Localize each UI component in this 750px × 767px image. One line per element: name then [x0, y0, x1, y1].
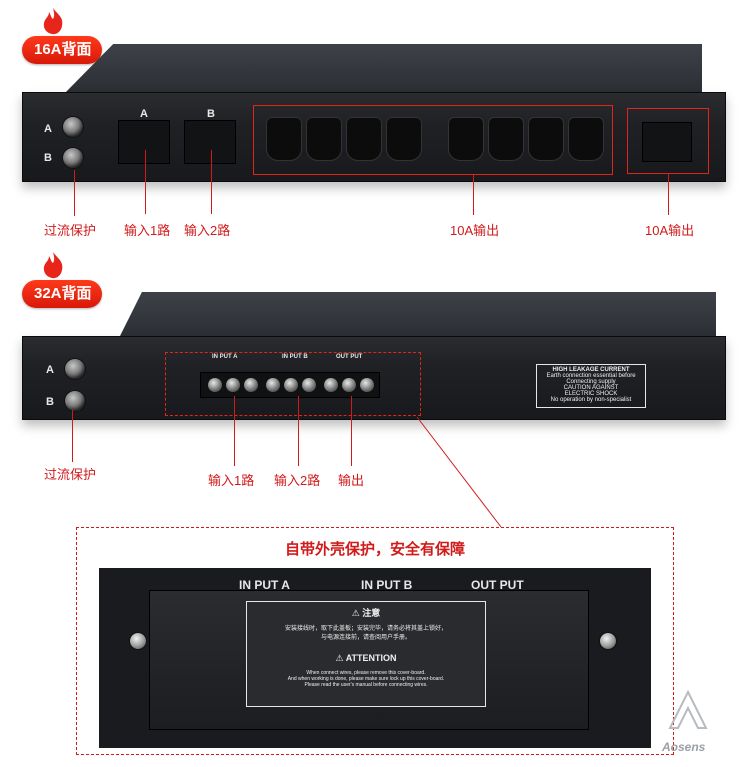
iec-outlet-3 [346, 117, 382, 161]
iec-outlet-2 [306, 117, 342, 161]
callout-input2-32a: 输入2路 [274, 473, 321, 488]
callout-overcurrent-32a: 过流保护 [44, 467, 97, 482]
warning-line: CAUTION AGAINST [563, 385, 619, 391]
iec-outlet-6 [488, 117, 524, 161]
device-top-16a [62, 44, 702, 96]
section-badge-32a: 32A背面 [22, 280, 102, 308]
device-top-32a [118, 292, 716, 340]
terminal-highlight-frame [165, 352, 421, 416]
brand-logo-icon [668, 690, 708, 729]
input-label-a: A [140, 108, 148, 120]
input-label-b: B [207, 108, 215, 120]
terminal-header-input-b: IN PUT B [282, 354, 308, 360]
terminal-cover-plate: ⚠ 注意 安装接线时，取下此盖板；安装完毕，请务必将其盖上锁好， 与电源连接前，… [149, 590, 589, 730]
breaker-knob-a [62, 116, 84, 138]
iec-outlet-8 [568, 117, 604, 161]
safety-notice-label: ⚠ 注意 安装接线时，取下此盖板；安装完毕，请务必将其盖上锁好， 与电源连接前，… [246, 601, 486, 707]
port-label-b: B [44, 152, 52, 164]
notice-en-line: Please read the user's manual before con… [304, 682, 428, 688]
breaker-knob-b [62, 147, 84, 169]
callout-input2-16a: 输入2路 [184, 223, 231, 238]
input2-socket [184, 120, 236, 164]
c19-outlet [642, 122, 692, 162]
brand-logo-text: Aosens [662, 740, 706, 754]
callout-line [211, 150, 212, 214]
breaker-knob-a [64, 358, 86, 380]
zoom-connector-line [416, 416, 502, 528]
cover-screw-right [599, 632, 617, 650]
callout-line [668, 174, 669, 215]
warning-line: ELECTRIC SHOCK [564, 391, 618, 397]
zoom-header-input-a: IN PUT A [239, 578, 290, 592]
callout-line [298, 396, 299, 466]
warning-line: Earth connection essential before [546, 373, 636, 379]
zoom-header-output: OUT PUT [471, 578, 524, 592]
terminal-screw [226, 378, 240, 392]
callout-line [473, 175, 474, 215]
iec-outlet-1 [266, 117, 302, 161]
terminal-screw [284, 378, 298, 392]
port-label-a: A [44, 123, 52, 135]
port-label-b: B [46, 396, 54, 408]
flame-icon [43, 8, 63, 35]
zoom-panel: 自带外壳保护，安全有保障 IN PUT A IN PUT B OUT PUT ⚠… [76, 527, 674, 755]
notice-cn-title: ⚠ 注意 [351, 608, 381, 618]
notice-en-title: ⚠ ATTENTION [335, 653, 397, 663]
iec-outlet-4 [386, 117, 422, 161]
notice-cn-line: 安装接线时，取下此盖板；安装完毕，请务必将其盖上锁好， [284, 626, 447, 632]
leakage-warning-label: HIGH LEAKAGE CURRENT Earth connection es… [536, 364, 646, 408]
terminal-header-output: OUT PUT [336, 354, 363, 360]
terminal-screw [266, 378, 280, 392]
output-c19-frame [627, 108, 709, 174]
callout-line [351, 396, 352, 466]
warning-line: No operation by non-specialist [550, 397, 632, 403]
notice-cn-line: 与电源连接前，请查阅用户手册。 [320, 635, 411, 641]
callout-line [72, 410, 73, 462]
terminal-header-input-a: IN PUT A [212, 354, 238, 360]
callout-output-10a-main: 10A输出 [450, 223, 500, 238]
warning-title: HIGH LEAKAGE CURRENT [552, 367, 630, 373]
terminal-screw [302, 378, 316, 392]
warning-line: Connecting supply [566, 379, 616, 385]
terminal-screw [208, 378, 222, 392]
output-highlight-frame [253, 105, 613, 175]
zoom-photo: IN PUT A IN PUT B OUT PUT ⚠ 注意 安装接线时，取下此… [99, 568, 651, 748]
zoom-header-input-b: IN PUT B [361, 578, 413, 592]
flame-icon [43, 252, 63, 279]
callout-output-32a: 输出 [338, 473, 365, 488]
callout-input1-16a: 输入1路 [124, 223, 171, 238]
breaker-knob-b [64, 390, 86, 412]
callout-output-10a-c19: 10A输出 [645, 223, 695, 238]
terminal-screw [324, 378, 338, 392]
callout-input1-32a: 输入1路 [208, 473, 255, 488]
notice-en-line: When connect wires, please remove this c… [306, 670, 426, 676]
zoom-title: 自带外壳保护，安全有保障 [284, 541, 465, 558]
section-badge-16a: 16A背面 [22, 36, 102, 64]
notice-en-line: And when working is done, please make su… [287, 676, 445, 682]
iec-outlet-7 [528, 117, 564, 161]
terminal-screw [342, 378, 356, 392]
callout-line [234, 396, 235, 466]
callout-line [74, 170, 75, 216]
callout-overcurrent-16a: 过流保护 [44, 223, 97, 238]
port-label-a: A [46, 364, 54, 376]
terminal-screw [360, 378, 374, 392]
terminal-screw [244, 378, 258, 392]
cover-screw-left [129, 632, 147, 650]
iec-outlet-5 [448, 117, 484, 161]
callout-line [145, 150, 146, 214]
input1-socket [118, 120, 170, 164]
